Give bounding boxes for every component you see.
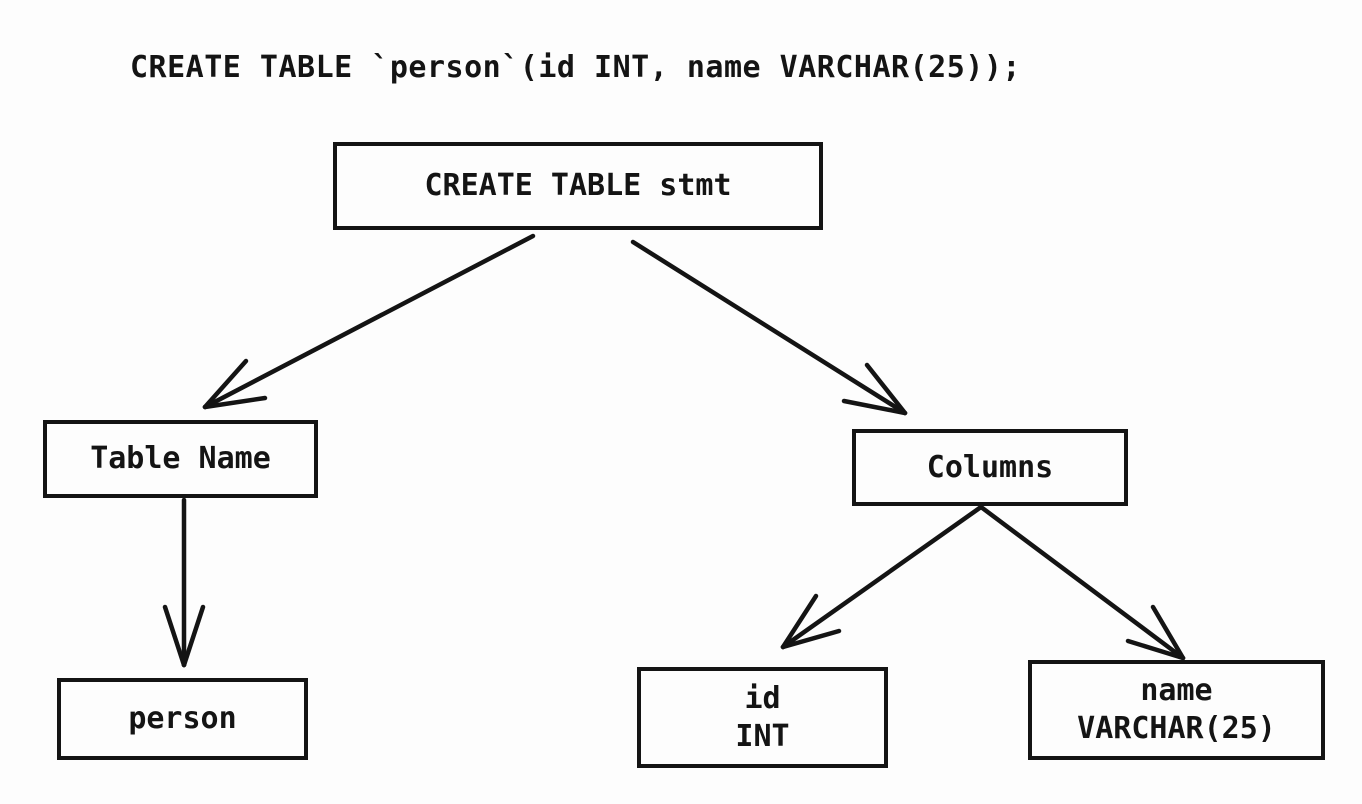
column-name-type: VARCHAR(25) (1077, 711, 1276, 746)
node-column-id: id INT (637, 667, 888, 768)
sql-statement-text: CREATE TABLE `person`(id INT, name VARCH… (130, 50, 1021, 85)
edge-table-name-to-person (162, 497, 206, 668)
node-table-name-label: Table Name (90, 441, 271, 476)
column-id-name: id (744, 680, 781, 716)
edge-columns-to-col-id (780, 504, 984, 650)
node-create-table-stmt-label: CREATE TABLE stmt (424, 168, 732, 203)
node-column-name: name VARCHAR(25) (1028, 660, 1325, 760)
node-columns-label: Columns (926, 449, 1054, 485)
column-name-name: name (1140, 673, 1213, 708)
node-person: person (57, 678, 308, 760)
edge-stmt-to-table-name (202, 233, 536, 410)
node-columns: Columns (852, 429, 1128, 506)
edge-stmt-to-columns (630, 239, 908, 416)
column-id-type: INT (735, 718, 790, 754)
node-create-table-stmt: CREATE TABLE stmt (333, 142, 823, 230)
edge-columns-to-col-name (978, 504, 1186, 661)
node-table-name: Table Name (43, 420, 318, 498)
node-person-label: person (128, 701, 237, 736)
